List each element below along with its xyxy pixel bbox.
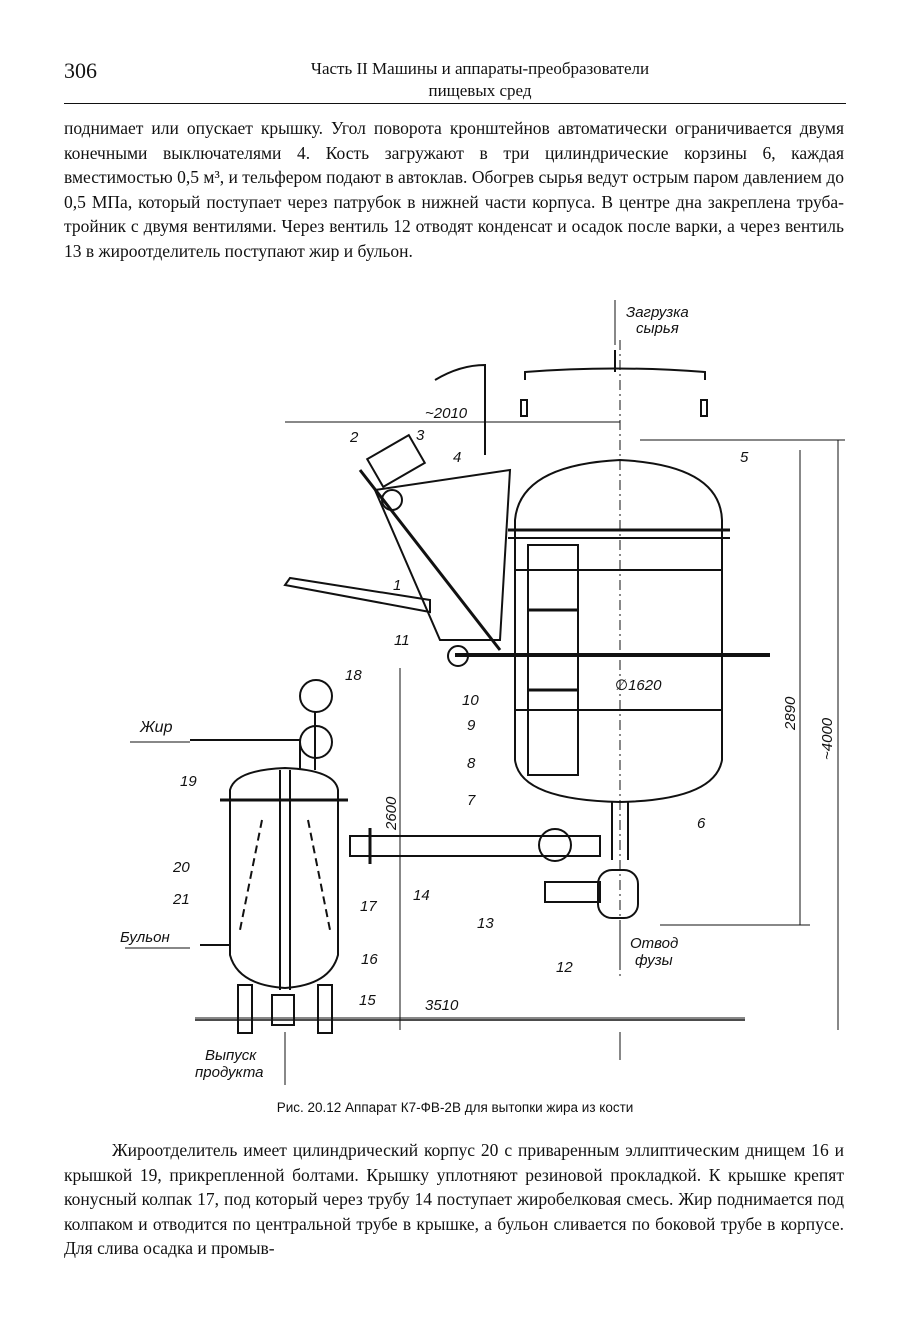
callout-15: 15 bbox=[359, 992, 376, 1009]
paragraph-1: поднимает или опускает крышку. Угол пово… bbox=[64, 118, 844, 261]
label-outlet-2: продукта bbox=[195, 1064, 263, 1081]
callout-16: 16 bbox=[361, 951, 378, 968]
callout-10: 10 bbox=[462, 692, 479, 709]
callout-17: 17 bbox=[360, 898, 377, 915]
bracket-arm bbox=[373, 468, 512, 641]
callout-20: 20 bbox=[172, 859, 190, 876]
figure: Загрузка сырья Жир Бульон Выпуск продукт… bbox=[0, 290, 910, 1095]
callout-14: 14 bbox=[413, 887, 430, 904]
paragraph-2: Жироотделитель имеет цилиндрический корп… bbox=[64, 1140, 844, 1258]
pipe-14 bbox=[349, 835, 601, 857]
callout-12: 12 bbox=[556, 959, 573, 976]
dim-height-total: ~4000 bbox=[819, 717, 836, 760]
callout-4: 4 bbox=[453, 449, 461, 466]
callout-3: 3 bbox=[416, 427, 425, 444]
callout-19: 19 bbox=[180, 773, 197, 790]
label-fat: Жир bbox=[139, 719, 173, 736]
label-drain-1: Отвод bbox=[630, 935, 678, 952]
callout-13: 13 bbox=[477, 915, 494, 932]
callout-21: 21 bbox=[172, 891, 190, 908]
label-load-2: сырья bbox=[636, 320, 679, 337]
gauge-18 bbox=[299, 679, 333, 713]
basket bbox=[527, 544, 579, 776]
figure-caption: Рис. 20.12 Аппарат К7-ФВ-2В для вытопки … bbox=[276, 1100, 634, 1115]
dim-diameter: ∅1620 bbox=[615, 677, 662, 694]
raised-lid bbox=[283, 576, 431, 614]
dim-width-base: 3510 bbox=[425, 997, 459, 1014]
label-drain-2: фузы bbox=[635, 952, 673, 969]
dim-width-top: ~2010 bbox=[425, 405, 468, 422]
apparatus-drawing: Загрузка сырья Жир Бульон Выпуск продукт… bbox=[120, 300, 845, 1085]
callout-2: 2 bbox=[349, 429, 359, 446]
cone-17 bbox=[239, 819, 331, 931]
label-load-1: Загрузка bbox=[626, 304, 689, 321]
dim-height-support: 2600 bbox=[383, 796, 400, 831]
label-outlet-1: Выпуск bbox=[205, 1047, 257, 1064]
callout-5: 5 bbox=[740, 449, 749, 466]
callout-18: 18 bbox=[345, 667, 362, 684]
callout-11: 11 bbox=[394, 632, 410, 649]
label-broth: Бульон bbox=[120, 929, 170, 946]
autoclave-body bbox=[514, 458, 723, 804]
dim-height-vessel: 2890 bbox=[782, 696, 799, 731]
running-header-line1: Часть II Машины и аппараты-преобразовате… bbox=[310, 59, 650, 78]
valve-13 bbox=[538, 828, 572, 862]
callout-7: 7 bbox=[467, 792, 476, 809]
callout-6: 6 bbox=[697, 815, 706, 832]
motor bbox=[365, 433, 427, 489]
callout-9: 9 bbox=[467, 717, 476, 734]
header-rule bbox=[64, 103, 846, 104]
separator-body bbox=[229, 766, 339, 990]
callout-1: 1 bbox=[393, 577, 401, 594]
valve-12 bbox=[597, 869, 639, 919]
callout-8: 8 bbox=[467, 755, 476, 772]
running-header-line2: пищевых сред bbox=[428, 81, 532, 100]
running-header: Часть II Машины и аппараты-преобразовате… bbox=[200, 58, 760, 102]
page-number: 306 bbox=[64, 58, 97, 83]
